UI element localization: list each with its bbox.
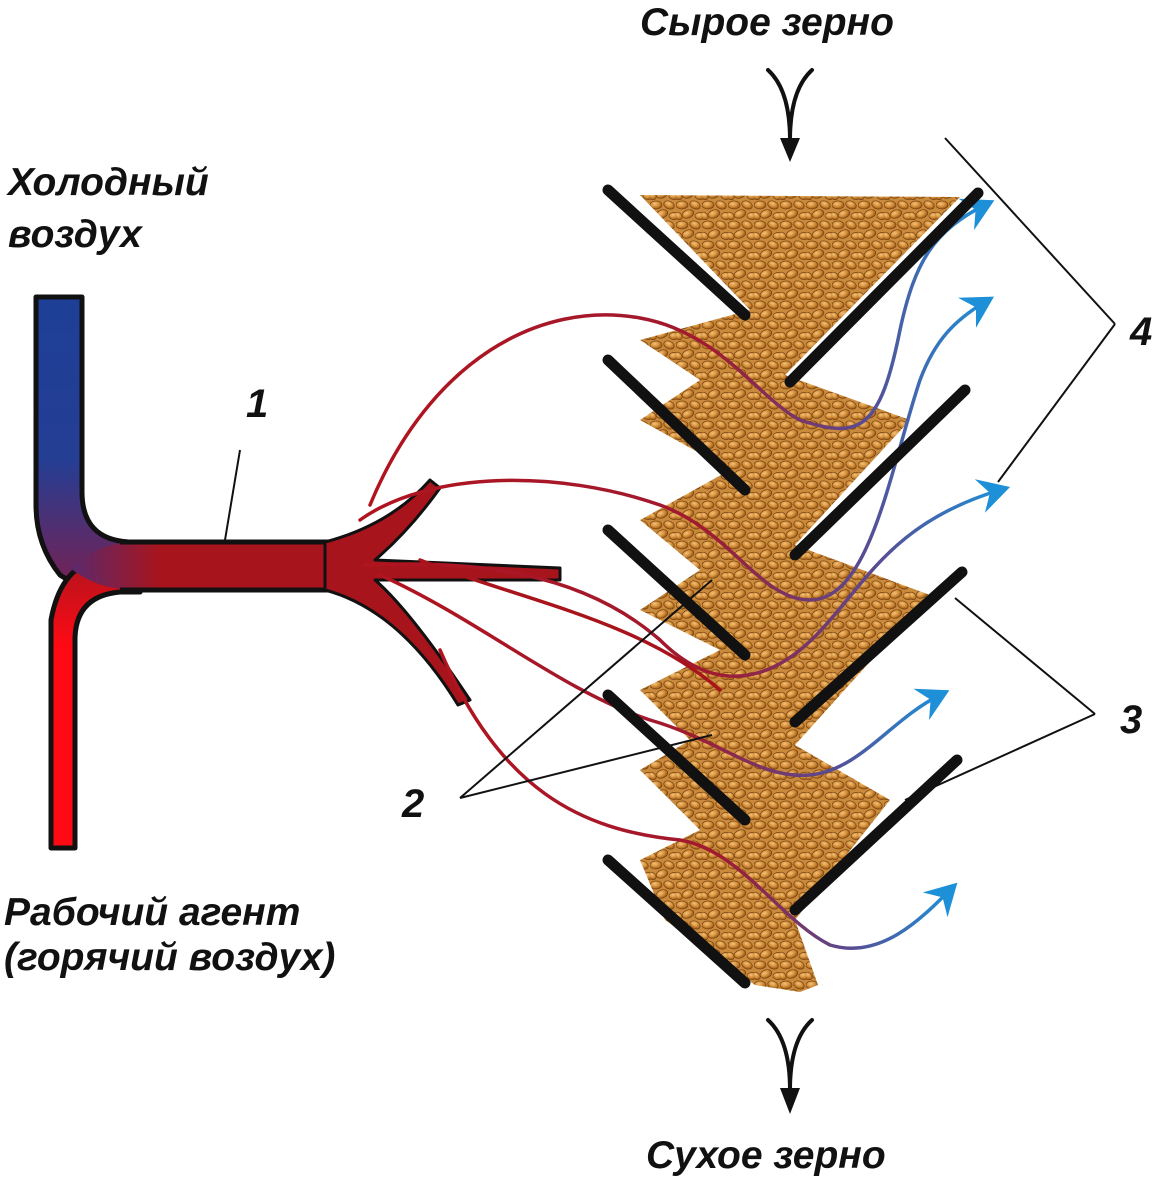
- working-agent-label-line2: (горячий воздух): [4, 936, 336, 979]
- callout-number-1: 1: [246, 382, 269, 426]
- leader-3b: [904, 713, 1096, 801]
- raw-grain-arrowhead: [780, 138, 800, 162]
- hot-air-flow-5: [438, 648, 958, 951]
- working-agent-label-line1: Рабочий агент: [4, 891, 301, 934]
- leader-1: [224, 449, 241, 541]
- left-baffle-5: [602, 854, 751, 989]
- dry-grain-label: Сухое зерно: [646, 1134, 886, 1177]
- cold-air-label-line2: воздух: [8, 213, 142, 256]
- callout-number-4: 4: [1130, 310, 1153, 354]
- grain-column: [640, 195, 960, 992]
- callout-number-2: 2: [402, 782, 425, 826]
- mixing-pipe: [70, 542, 330, 590]
- hot-air-flow-6: [418, 558, 722, 692]
- baffles: [602, 184, 984, 989]
- raw-grain-arrow-right: [788, 68, 814, 142]
- hot-air-flow-2: [358, 296, 995, 602]
- hot-air-flow-3: [363, 479, 1011, 678]
- hot-air-flow-1: [368, 198, 995, 507]
- air-fan-out: [323, 478, 562, 707]
- left-baffle-4: [602, 689, 751, 826]
- grain-arrows: [766, 68, 814, 1114]
- leader-3a: [954, 597, 1096, 715]
- leader-4b: [997, 323, 1116, 483]
- dry-grain-arrow-right: [788, 1018, 814, 1092]
- dry-grain-arrowhead: [780, 1088, 800, 1114]
- right-baffle-3: [789, 566, 968, 728]
- left-baffle-2: [602, 354, 751, 496]
- leader-4a: [944, 137, 1116, 325]
- left-baffle-3: [602, 524, 751, 661]
- right-baffle-1: [784, 187, 984, 388]
- hot-air-flow-4: [378, 573, 950, 778]
- hot-air-pipe: [48, 557, 143, 851]
- leader-2a: [459, 579, 713, 799]
- leader-2b: [459, 734, 713, 799]
- raw-grain-label: Сырое зерно: [640, 1, 894, 44]
- right-baffle-4: [789, 754, 963, 916]
- raw-grain-arrow-left: [766, 68, 792, 142]
- callout-number-3: 3: [1120, 698, 1143, 742]
- hot-air-flows: [358, 198, 1011, 951]
- callout-lines: [224, 137, 1116, 801]
- left-baffle-1: [602, 184, 751, 321]
- air-manifold: [33, 294, 562, 851]
- right-baffle-2: [789, 384, 971, 561]
- dry-grain-arrow-left: [766, 1018, 792, 1092]
- cold-air-label-line1: Холодный: [8, 161, 209, 204]
